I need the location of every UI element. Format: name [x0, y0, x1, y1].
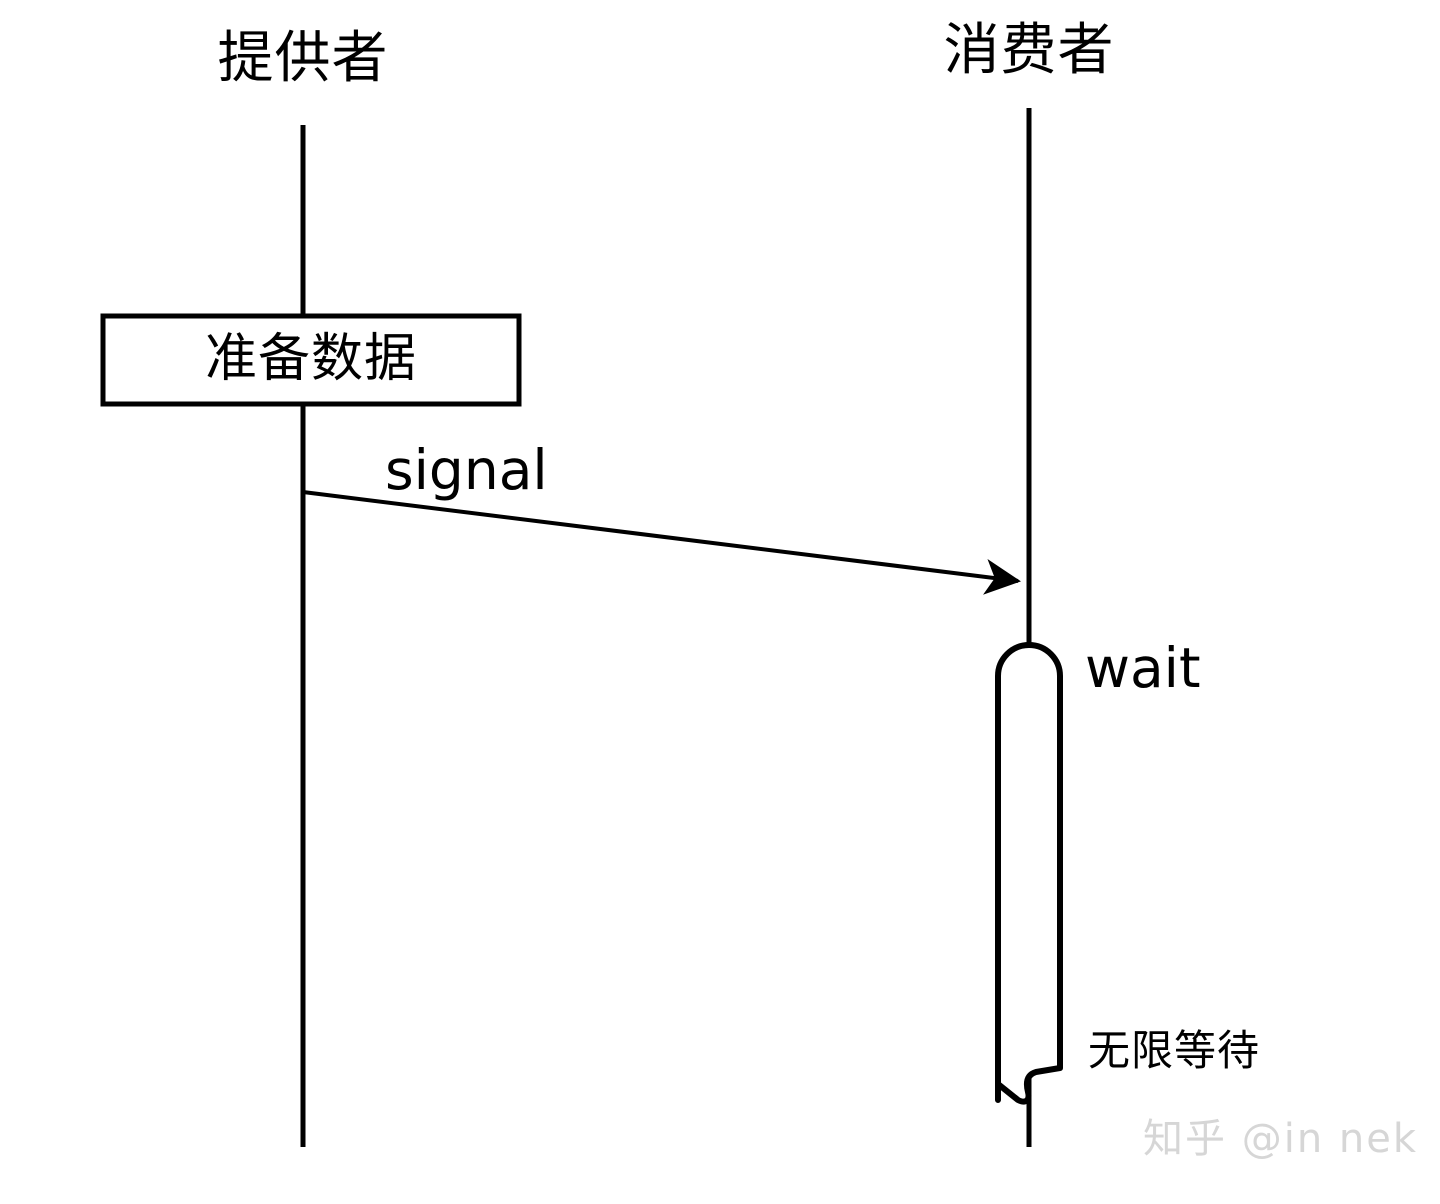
activation-note-infinite-wait: 无限等待 [1088, 1027, 1261, 1074]
activation-bar-wait [995, 642, 1063, 1105]
activation-label-wait: wait [1085, 636, 1201, 700]
lifeline-label-provider: 提供者 [217, 26, 389, 89]
action-box-label-prepare-data: 准备数据 [204, 330, 418, 388]
watermark: 知乎 @in nek [1143, 1116, 1419, 1162]
message-arrow-signal [302, 490, 1021, 595]
message-label-signal: signal [385, 438, 548, 502]
lifeline-label-consumer: 消费者 [943, 18, 1115, 81]
action-box-prepare-data [100, 313, 522, 407]
